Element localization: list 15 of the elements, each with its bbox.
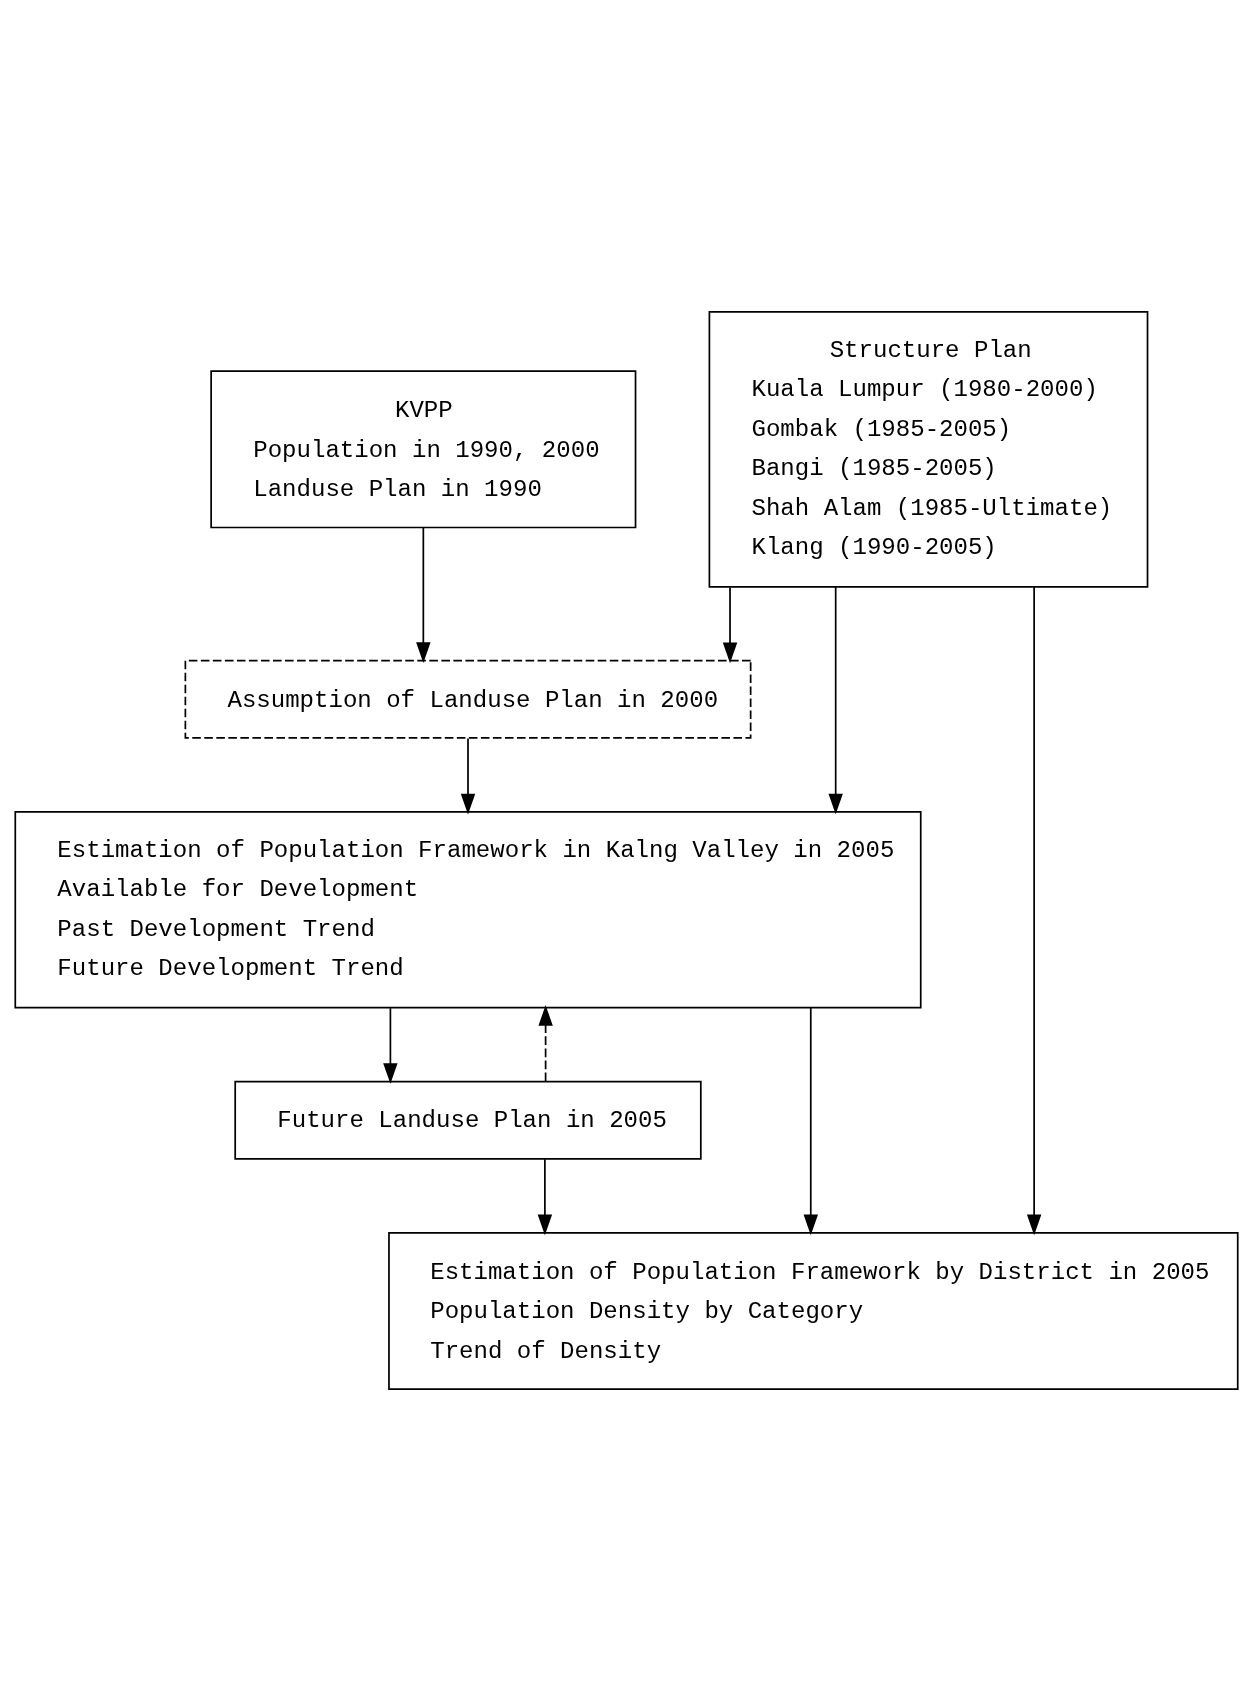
arrow (828, 586, 843, 815)
arrow (722, 586, 738, 664)
node-box: KVPP Population in 1990, 2000 Landuse Plan in 1990 (210, 370, 637, 529)
arrow (537, 1158, 553, 1236)
arrow (538, 1005, 553, 1082)
node-box: Estimation of Population Framework by District in 2005 Population Density by Category Trend of Density (388, 1231, 1239, 1390)
node-box: Structure Plan Kuala Lumpur (1980-2000) Gombak (1985-2005) Bangi (1985-2005) Shah Alam (1985-Ultimate) Klang (1990-2005) (708, 311, 1149, 588)
node-box: Estimation of Population Framework in Kalng Valley in 2005 Available for Development Past Development Trend Future Development Trend (14, 811, 922, 1009)
node-box: Future Landuse Plan in 2005 (234, 1080, 702, 1160)
node-box: Assumption of Landuse Plan in 2000 (184, 659, 752, 739)
arrow (416, 526, 431, 663)
arrow (1026, 585, 1042, 1236)
arrow (803, 1007, 818, 1236)
arrow (460, 737, 476, 815)
arrow (383, 1007, 398, 1084)
